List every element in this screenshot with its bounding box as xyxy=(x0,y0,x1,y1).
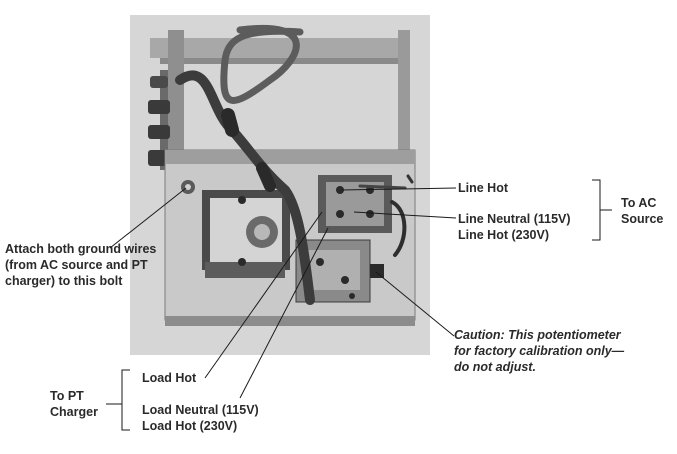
label-ground-1: Attach both ground wires xyxy=(5,242,157,256)
label-load-neutral: Load Neutral (115V) xyxy=(142,403,259,417)
label-line-neutral: Line Neutral (115V) xyxy=(458,212,571,226)
pt-bracket xyxy=(121,369,130,431)
label-ground-2: (from AC source and PT xyxy=(5,258,148,272)
caution-pointer xyxy=(375,271,455,337)
label-load-hot-230: Load Hot (230V) xyxy=(142,419,238,433)
load-neutral-pointer xyxy=(239,227,329,399)
potentiometer xyxy=(370,264,384,278)
label-ground-3: charger) to this bolt xyxy=(5,274,123,288)
label-load-hot: Load Hot xyxy=(142,371,197,385)
label-line-hot: Line Hot xyxy=(458,181,508,195)
ground-pointer xyxy=(109,187,187,249)
label-line-hot-230: Line Hot (230V) xyxy=(458,228,549,242)
ground-bolt xyxy=(181,180,195,194)
enclosure-frame xyxy=(150,30,410,170)
label-to-ac: To AC xyxy=(621,196,657,210)
load-hot-pointer xyxy=(204,211,323,379)
transformer xyxy=(202,190,290,278)
label-pt-charger: Charger xyxy=(50,405,98,419)
ac-bracket xyxy=(592,179,601,241)
terminal-block xyxy=(318,175,392,233)
line-neutral-pointer xyxy=(353,211,457,219)
line-hot-pointer xyxy=(341,187,457,191)
label-ac-source: Source xyxy=(621,212,664,226)
label-caution-2: for factory calibration only— xyxy=(454,344,625,358)
label-to-pt: To PT xyxy=(50,389,84,403)
callout-lines xyxy=(106,179,612,431)
label-caution-3: do not adjust. xyxy=(454,360,536,374)
label-caution-1: Caution: This potentiometer xyxy=(454,328,621,342)
